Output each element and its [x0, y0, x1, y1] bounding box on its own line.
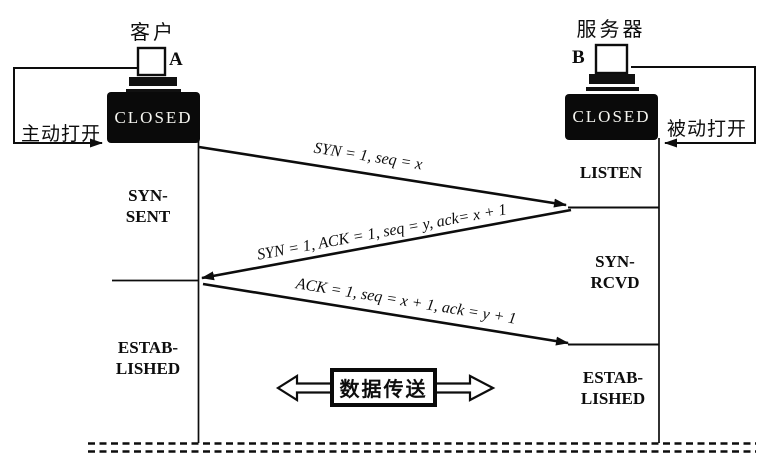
data-transfer-box: 数据传送	[330, 368, 437, 407]
server-state-syn-rcvd: SYN- RCVD	[590, 252, 640, 292]
server-closed-state-box: CLOSED	[565, 94, 658, 140]
data-transfer-right-arrow-icon	[432, 374, 496, 402]
client-state-syn-sent: SYN- SENT	[125, 186, 171, 226]
syn-ack-segment-arrow	[201, 208, 572, 281]
client-state-established: ESTAB- LISHED	[115, 338, 181, 378]
server-computer-icon	[586, 43, 639, 91]
active-open-label: 主动打开	[21, 124, 102, 145]
data-transfer-left-arrow-icon	[275, 374, 335, 402]
client-host-label: A	[169, 49, 183, 70]
passive-open-arrow	[631, 66, 756, 148]
passive-open-label: 被动打开	[667, 119, 748, 140]
server-host-label: B	[572, 47, 585, 68]
server-state-listen: LISTEN	[579, 163, 643, 182]
ack-segment-arrow	[202, 282, 569, 346]
active-open-arrow	[13, 67, 137, 148]
syn-segment-arrow	[198, 145, 567, 208]
client-closed-state-box: CLOSED	[107, 92, 200, 143]
server-state-established: ESTAB- LISHED	[580, 368, 646, 408]
client-computer-icon	[126, 46, 181, 93]
server-title: 服务器	[576, 19, 646, 41]
client-title: 客户	[130, 22, 176, 44]
